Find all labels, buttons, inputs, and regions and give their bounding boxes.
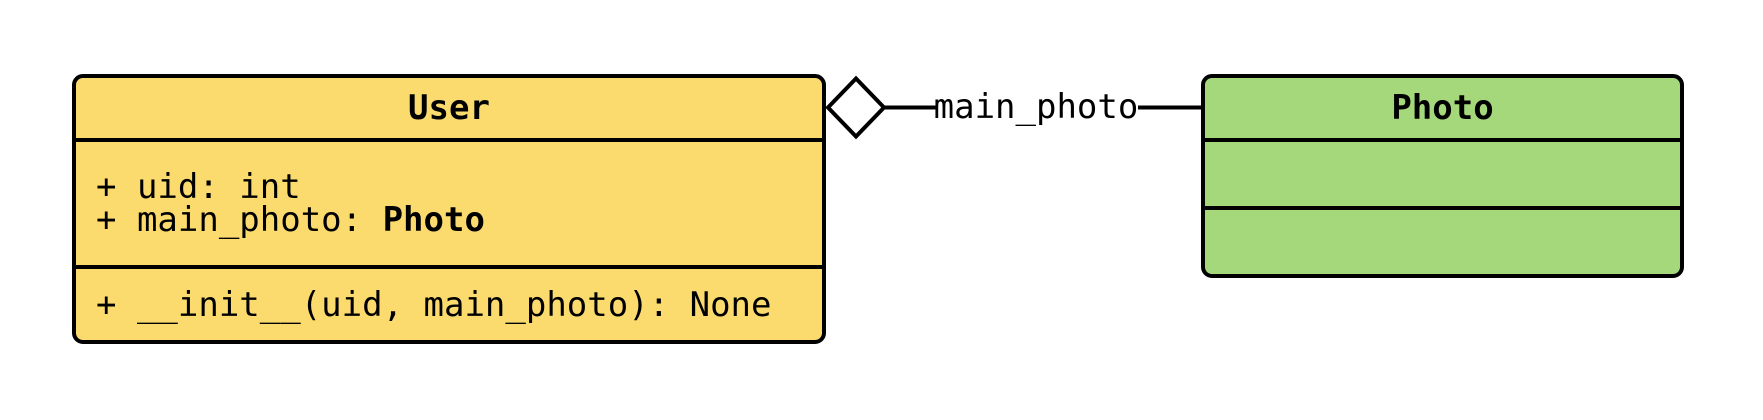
method-line: + __init__(uid, main_photo): None [96, 284, 772, 325]
class-methods-user: + __init__(uid, main_photo): None [76, 269, 822, 340]
attribute-line: + main_photo: Photo [96, 203, 822, 237]
class-node-photo: Photo [1201, 74, 1684, 278]
class-methods-photo [1205, 210, 1680, 274]
attribute-line: + uid: int [96, 170, 822, 204]
attribute-text: + uid: int [96, 166, 301, 207]
attribute-text: + main_photo: [96, 199, 383, 240]
class-attributes-user: + uid: int + main_photo: Photo [76, 142, 822, 269]
class-attributes-photo [1205, 142, 1680, 210]
class-node-user: User + uid: int + main_photo: Photo + __… [72, 74, 826, 344]
attribute-type-bold: Photo [382, 199, 485, 240]
class-title-user: User [76, 78, 822, 142]
relationship-label: main_photo [933, 87, 1139, 127]
class-title-photo: Photo [1205, 78, 1680, 142]
aggregation-diamond [825, 75, 887, 140]
